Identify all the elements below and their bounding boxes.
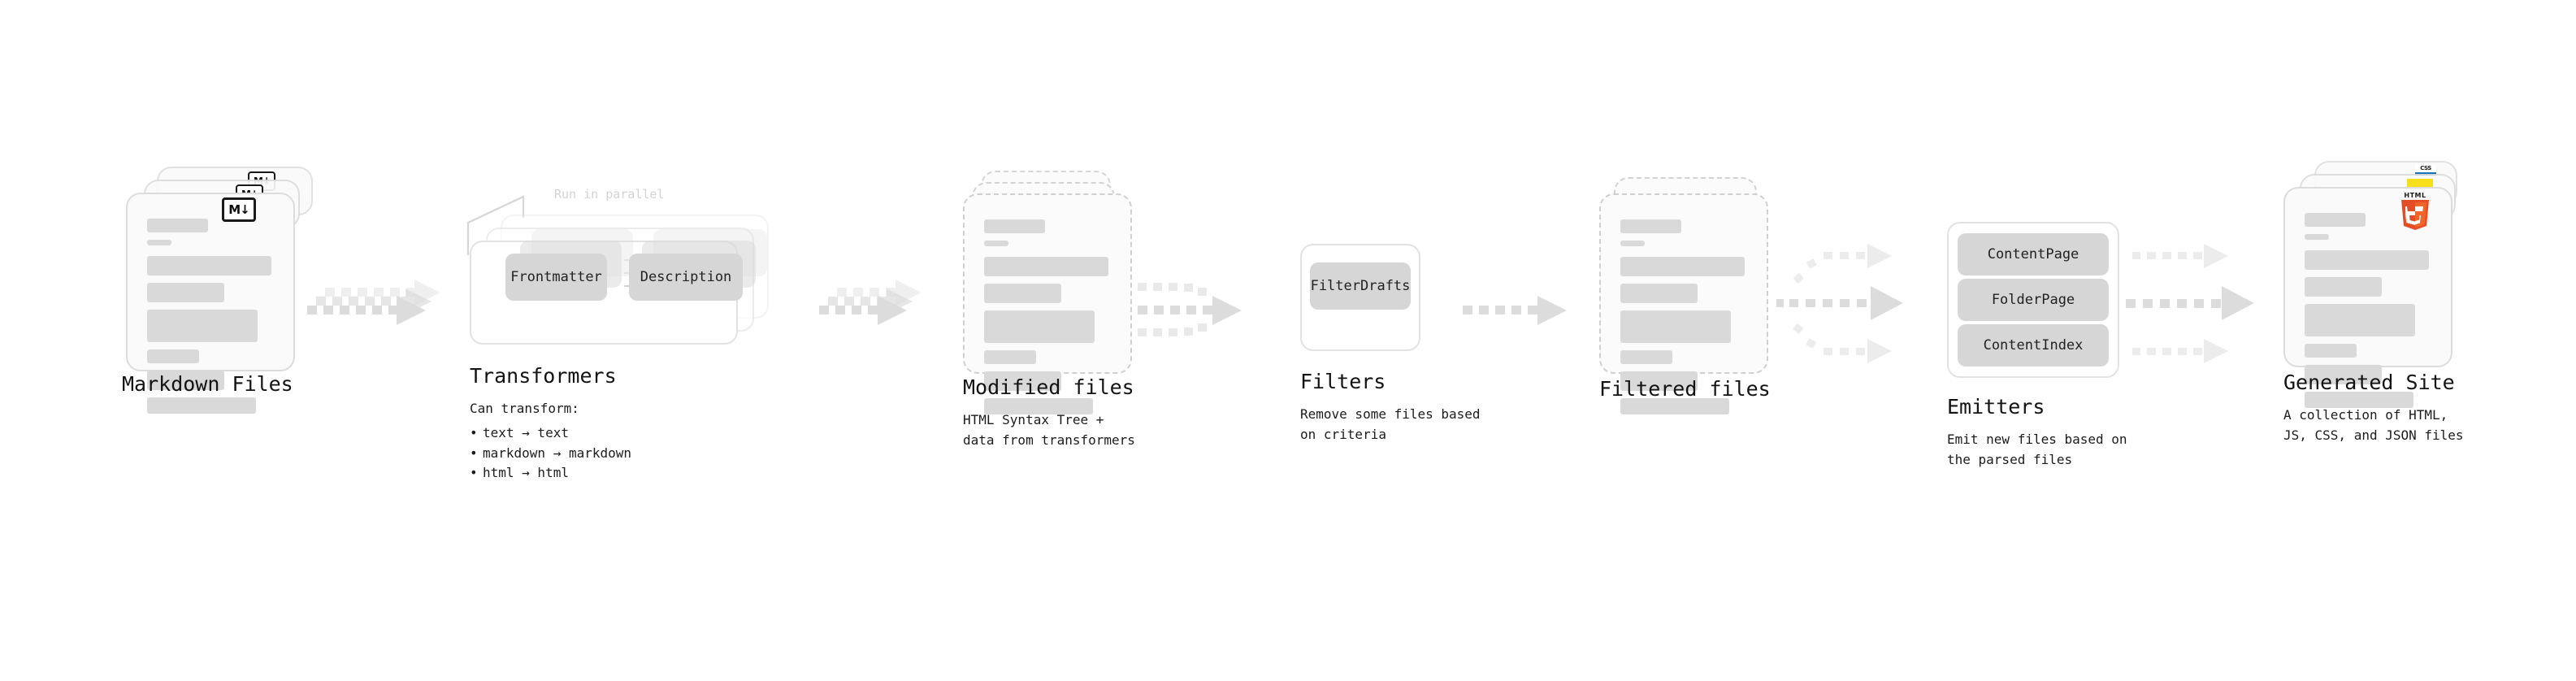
caption-filters: Filters Remove some files based on crite… — [1300, 370, 1481, 445]
bullet-glyph: • — [470, 445, 478, 461]
transform-capability-list: •text → text •markdown → markdown •html … — [470, 423, 631, 484]
modified-file-skeleton — [984, 219, 1111, 422]
arrow-modified-to-filters — [1138, 283, 1242, 336]
html5-shield — [2401, 200, 2429, 230]
skeleton-bar — [147, 219, 208, 232]
stage-subtitle-heading: Can transform: — [470, 401, 579, 416]
site-file-card-html — [2283, 187, 2452, 408]
filter-node-filterdrafts[interactable]: FilterDrafts — [1310, 262, 1411, 310]
markdown-file-card-front — [126, 193, 295, 414]
skeleton-bar — [1620, 398, 1730, 414]
skeleton-bar — [1620, 257, 1745, 276]
skeleton-bar — [147, 371, 225, 390]
caption-transformers: Transformers Can transform: •text → text… — [470, 364, 631, 484]
stage-filtered-files: Filtered files — [1599, 171, 1774, 414]
caption-markdown-files: Markdown Files — [122, 372, 293, 396]
transformer-node-description[interactable]: Description — [629, 254, 743, 301]
html5-icon-label: HTML — [2404, 192, 2426, 199]
list-item: •markdown → markdown — [470, 444, 631, 464]
skeleton-bar — [2305, 213, 2366, 227]
stage-subtitle: Emit new files based on the parsed files — [1947, 432, 2127, 467]
run-in-parallel-label: Run in parallel — [554, 187, 665, 202]
stage-markdown-files: M↓ M↓ M↓ Markdown Files — [122, 167, 313, 427]
skeleton-bar — [2305, 365, 2383, 384]
skeleton-bar — [1620, 350, 1672, 364]
css-icon-label: CSS — [2420, 165, 2431, 171]
caption-emitters: Emitters Emit new files based on the par… — [1947, 395, 2127, 471]
skeleton-bar — [147, 256, 271, 275]
stage-title: Filters — [1300, 370, 1386, 393]
stage-generated-site: CSS HTML — [2283, 161, 2470, 443]
stage-subtitle: HTML Syntax Tree + data from transformer… — [963, 412, 1135, 448]
skeleton-bar — [147, 397, 257, 414]
skeleton-bar — [984, 257, 1108, 276]
skeleton-bar — [1620, 241, 1645, 246]
filtered-file-card-front — [1599, 193, 1768, 414]
filtered-file-stack — [1599, 171, 1774, 414]
arrow-markdown-to-transformers — [307, 280, 440, 325]
run-in-parallel-bracket — [466, 195, 525, 255]
stage-title: Generated Site — [2283, 371, 2455, 394]
list-item: •html → html — [470, 463, 631, 484]
filtered-file-skeleton — [1620, 219, 1747, 422]
skeleton-bar — [984, 284, 1062, 303]
modified-file-stack — [963, 171, 1138, 414]
modified-file-card-front — [963, 193, 1132, 414]
skeleton-bar — [147, 240, 171, 245]
skeleton-bar — [984, 241, 1008, 246]
generated-site-skeleton — [2305, 213, 2431, 415]
arrow-emitters-to-site — [2126, 244, 2254, 363]
emitter-node-folderpage[interactable]: FolderPage — [1958, 279, 2109, 321]
arrow-filtered-to-emitters — [1776, 244, 1903, 363]
stage-subtitle: A collection of HTML, JS, CSS, and JSON … — [2283, 407, 2464, 443]
transformer-node-frontmatter[interactable]: Frontmatter — [505, 254, 607, 301]
skeleton-bar — [2305, 250, 2429, 270]
skeleton-bar — [2305, 392, 2414, 408]
skeleton-bar — [1620, 310, 1731, 343]
skeleton-bar — [984, 310, 1095, 343]
generated-site-stack: CSS HTML — [2283, 161, 2470, 421]
skeleton-bar — [2305, 234, 2329, 240]
stage-title: Filtered files — [1599, 377, 1771, 401]
skeleton-bar — [984, 219, 1045, 233]
stage-title: Emitters — [1947, 395, 2045, 419]
stage-modified-files: Modified files HTML Syntax Tree + data f… — [963, 171, 1138, 448]
skeleton-bar — [984, 398, 1094, 414]
list-item: •text → text — [470, 423, 631, 444]
skeleton-bar — [984, 371, 1062, 391]
skeleton-bar — [2305, 344, 2357, 358]
skeleton-bar — [1620, 284, 1698, 303]
stage-title: Markdown Files — [122, 372, 293, 396]
skeleton-bar — [984, 350, 1036, 364]
markdown-file-stack: M↓ M↓ M↓ — [126, 167, 313, 427]
emitter-node-contentpage[interactable]: ContentPage — [1958, 233, 2109, 275]
stage-title: Modified files — [963, 375, 1134, 399]
skeleton-bar — [1620, 219, 1681, 233]
caption-filtered-files: Filtered files — [1599, 377, 1771, 401]
stage-subtitle: Remove some files based on criteria — [1300, 406, 1481, 442]
skeleton-bar — [147, 283, 225, 302]
stage-title: Transformers — [470, 364, 617, 388]
skeleton-bar — [147, 349, 199, 363]
caption-modified-files: Modified files HTML Syntax Tree + data f… — [963, 375, 1135, 451]
skeleton-bar — [2305, 277, 2383, 297]
skeleton-bar — [2305, 304, 2415, 336]
emitter-node-contentindex[interactable]: ContentIndex — [1958, 324, 2109, 367]
skeleton-bar — [147, 310, 258, 342]
markdown-file-skeleton — [147, 219, 274, 421]
arrow-transformers-to-modified — [819, 280, 922, 325]
bullet-glyph: • — [470, 424, 478, 440]
markdown-icon: M↓ — [222, 197, 256, 222]
bullet-glyph: • — [470, 465, 478, 481]
arrow-filters-to-filtered — [1463, 296, 1567, 325]
skeleton-bar — [1620, 371, 1698, 391]
caption-generated-site: Generated Site A collection of HTML, JS,… — [2283, 371, 2464, 446]
html5-icon: HTML — [2399, 192, 2431, 231]
